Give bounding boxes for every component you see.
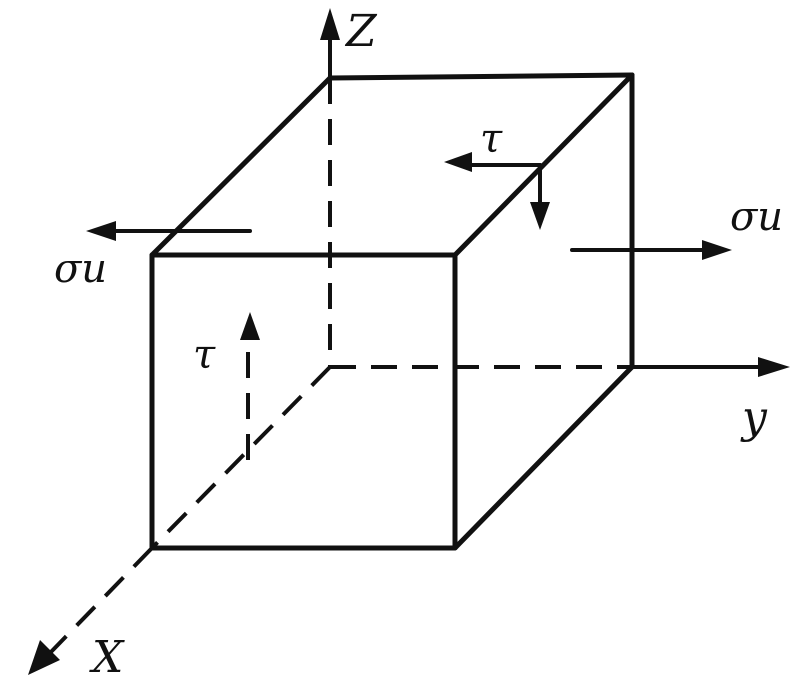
cube-visible-edges [149,72,635,551]
normal-stress-label-right: σи [730,194,783,240]
shear-stress-arrow-side [240,312,260,460]
shear-stress-label-side: τ [193,332,216,378]
shear-stress-label-top: τ [480,116,503,162]
y-axis [632,357,790,377]
y-axis-label: y [740,392,768,443]
normal-stress-arrow-right [570,240,732,260]
shear-stress-arrow-top [444,152,550,230]
x-axis [28,365,332,675]
z-axis-label: Z [344,6,378,57]
z-axis [320,8,340,78]
normal-stress-label-left: σи [54,246,107,292]
normal-stress-arrow-left [86,221,252,241]
x-axis-label: X [89,632,125,683]
cube-hidden-edges [328,78,632,369]
